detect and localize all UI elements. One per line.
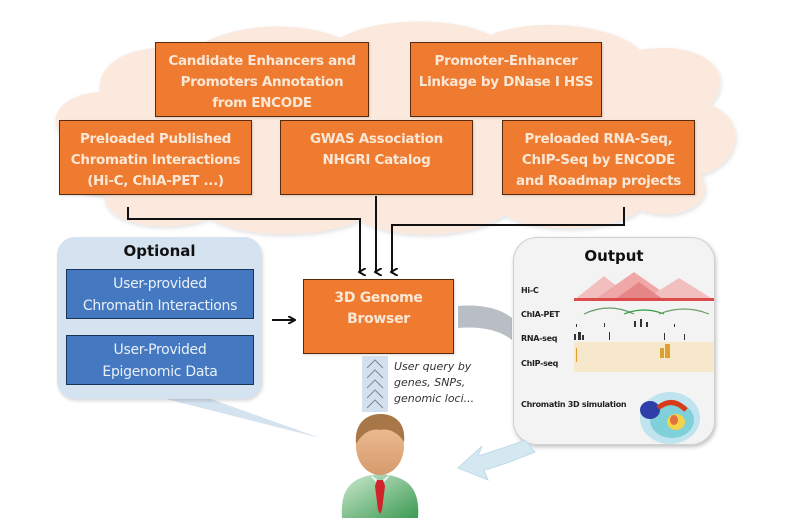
user-epigenomic-data-box: User-Provided Epigenomic Data [66,335,254,385]
user-query-text: User query by genes, SNPs, genomic loci.… [394,359,474,407]
preloaded-chromatin-box: Preloaded Published Chromatin Interactio… [59,120,252,195]
chiapet-arcs [583,307,710,315]
promoter-enhancer-line-2: Linkage by DNase I HSS [418,74,594,90]
chipseq-peaks [576,344,670,362]
genome-browser-box: 3D Genome Browser [303,279,454,354]
arrow-from-preloaded-chromatin [127,207,360,272]
preloaded-chromatin-line-2: Chromatin Interactions [70,152,241,168]
track-label-hic: Hi-C [521,286,539,295]
track-label-chiapet: ChIA-PET [521,310,560,319]
gwas-line-2: NHGRI Catalog [322,152,431,168]
hic-heatmap [574,272,714,301]
chromatin-simulation-label: Chromatin 3D simulation [521,400,627,409]
preloaded-rnaseq-line-3: and Roadmap projects [516,173,681,189]
optional-title: Optional [123,242,196,260]
preloaded-chromatin-line-1: Preloaded Published [79,131,232,147]
preloaded-rnaseq-line-1: Preloaded RNA-Seq, [524,131,673,147]
genome-tracks-thumbnail [574,272,714,372]
chromatin-3d-simulation-image [640,392,700,444]
candidate-enhancers-line-1: Candidate Enhancers and [168,53,356,69]
gwas-box: GWAS Association NHGRI Catalog [280,120,473,195]
candidate-enhancers-box: Candidate Enhancers and Promoters Annota… [155,42,369,117]
rnaseq-peaks [574,319,685,340]
preloaded-rnaseq-line-2: ChIP-Seq by ENCODE [521,152,676,168]
promoter-enhancer-line-1: Promoter-Enhancer [434,53,578,69]
query-line-3: genomic loci... [394,392,475,405]
output-title: Output [584,247,644,265]
output-panel: Output Hi-C ChIA-PET RNA-seq ChIP-seq Ch… [513,237,715,445]
browser-line-1: 3D Genome [334,290,423,306]
promoter-enhancer-linkage-box: Promoter-Enhancer Linkage by DNase I HSS [410,42,602,117]
track-label-chipseq: ChIP-seq [521,359,559,368]
user-epigenomic-line-2: Epigenomic Data [102,364,218,380]
browser-to-output-band [458,305,512,340]
track-label-rnaseq: RNA-seq [521,334,558,343]
user-avatar-icon [341,414,419,518]
preloaded-rnaseq-box: Preloaded RNA-Seq, ChIP-Seq by ENCODE an… [502,120,695,195]
query-line-2: genes, SNPs, [394,376,466,389]
browser-line-2: Browser [347,311,410,327]
gwas-line-1: GWAS Association [310,131,443,147]
user-chromatin-line-2: Chromatin Interactions [82,298,238,314]
query-line-1: User query by [394,360,472,373]
candidate-enhancers-line-2: Promoters Annotation [180,74,344,90]
user-epigenomic-line-1: User-Provided [113,342,207,358]
arrow-from-preloaded-rnaseq [392,207,625,272]
candidate-enhancers-line-3: from ENCODE [212,95,312,111]
query-up-arrows-icon [362,356,388,412]
optional-panel: Optional User-provided Chromatin Interac… [57,237,262,399]
chipseq-band [574,342,714,372]
user-chromatin-interactions-box: User-provided Chromatin Interactions [66,269,254,319]
user-chromatin-line-1: User-provided [113,276,207,292]
preloaded-chromatin-line-3: (Hi-C, ChIA-PET ...) [87,173,224,189]
